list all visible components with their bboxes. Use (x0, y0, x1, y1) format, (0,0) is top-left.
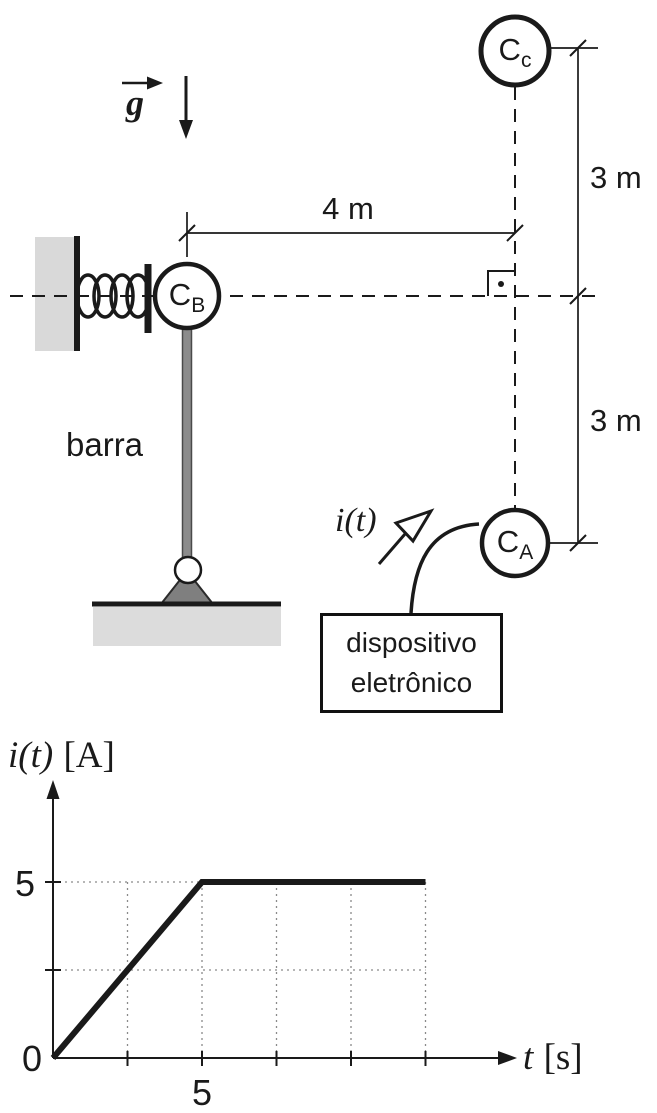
chart-grid-horizontal (53, 881, 426, 971)
chart-x-ticks (126, 1051, 427, 1066)
charge-b-label: CB (168, 277, 206, 317)
dimension-tick-marks (178, 39, 587, 552)
device-box: dispositivo eletrônico (320, 613, 503, 713)
chart-grid-vertical (126, 882, 427, 1063)
current-curve (50, 879, 426, 1060)
chart-y-ticks (45, 881, 61, 971)
chart-y-tick-label: 5 (14, 863, 36, 904)
chart-x-axis-title: t [s] (523, 1037, 583, 1078)
gravity-vector-arrow-icon (122, 76, 163, 90)
down-arrow-icon (179, 76, 193, 139)
charge-a-circle (479, 507, 551, 579)
gravity-label: g (126, 83, 144, 123)
charge-c-label: Cc (498, 32, 532, 72)
charge-b-circle (152, 261, 222, 331)
bar-label: barra (66, 426, 144, 463)
ground (92, 601, 281, 646)
device-box-line2: eletrônico (350, 667, 473, 698)
charge-a-label: CA (496, 524, 534, 564)
chart-origin-label: 0 (21, 1038, 43, 1079)
dimension-4m-label: 4 m (322, 191, 374, 226)
bar (181, 327, 193, 561)
right-angle-marker (487, 270, 516, 296)
current-label: i(t) (335, 502, 377, 539)
current-arrow-icon (377, 508, 435, 565)
spring (75, 264, 152, 333)
wire (409, 522, 480, 614)
dimension-3m-bottom-label: 3 m (590, 403, 642, 438)
wall (35, 236, 80, 351)
charge-c-circle (478, 14, 552, 88)
pin-joint (173, 555, 203, 585)
chart-axes (46, 780, 517, 1065)
chart-y-axis-title: i(t) [A] (8, 735, 115, 776)
chart-x-tick-label: 5 (191, 1072, 213, 1113)
dimension-3m-top-label: 3 m (590, 160, 642, 195)
device-box-line1: dispositivo (346, 627, 477, 658)
